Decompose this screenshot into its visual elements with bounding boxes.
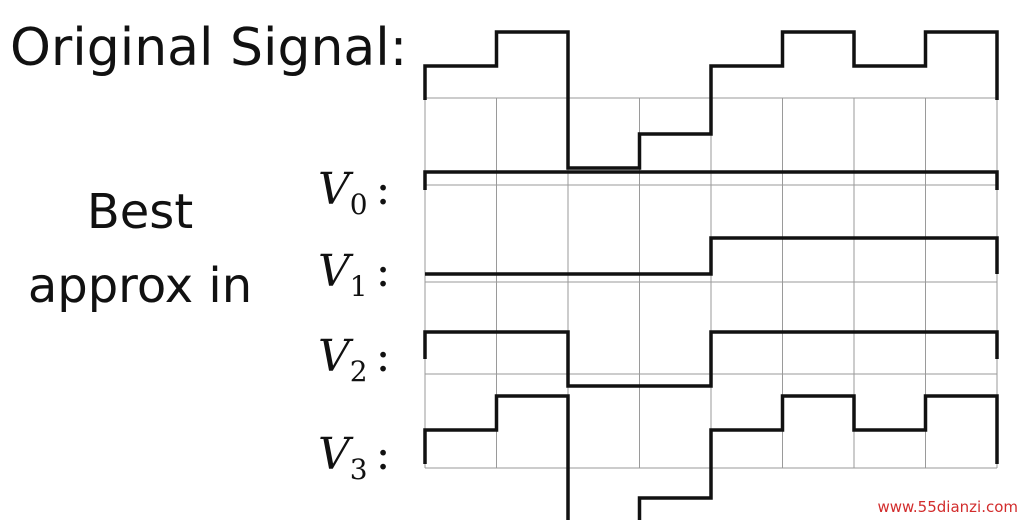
waveforms <box>423 30 999 520</box>
space-subscript-v0: 0 <box>349 188 368 221</box>
space-symbol-v0: V <box>318 164 350 215</box>
best-approx-line-1: Best <box>86 184 194 240</box>
space-subscript-v1: 1 <box>349 270 368 303</box>
space-symbol-v3: V <box>318 429 350 480</box>
space-label-v2: V2: <box>318 335 390 386</box>
space-colon-v2: : <box>375 331 391 382</box>
waveform-v2 <box>423 330 999 388</box>
space-symbol-v1: V <box>318 246 350 297</box>
space-subscript-v3: 3 <box>349 453 368 486</box>
space-symbol-v2: V <box>318 331 350 382</box>
space-colon-v0: : <box>375 164 391 215</box>
grid <box>424 97 998 469</box>
waveform-v1 <box>425 236 999 276</box>
space-colon-v3: : <box>375 429 391 480</box>
space-label-v0: V0: <box>318 168 390 219</box>
best-approx-line-2: approx in <box>27 258 253 315</box>
waveform-original <box>423 30 999 170</box>
space-label-v1: V1: <box>318 250 390 301</box>
space-label-v3: V3: <box>318 433 390 484</box>
watermark: www.55dianzi.com <box>877 498 1018 516</box>
best-approx-label: Best approx in <box>0 175 280 324</box>
space-colon-v1: : <box>375 246 391 297</box>
waveform-v0 <box>423 170 999 190</box>
space-subscript-v2: 2 <box>349 355 368 388</box>
waveform-v3 <box>423 394 999 520</box>
original-signal-title: Original Signal: <box>10 18 408 78</box>
